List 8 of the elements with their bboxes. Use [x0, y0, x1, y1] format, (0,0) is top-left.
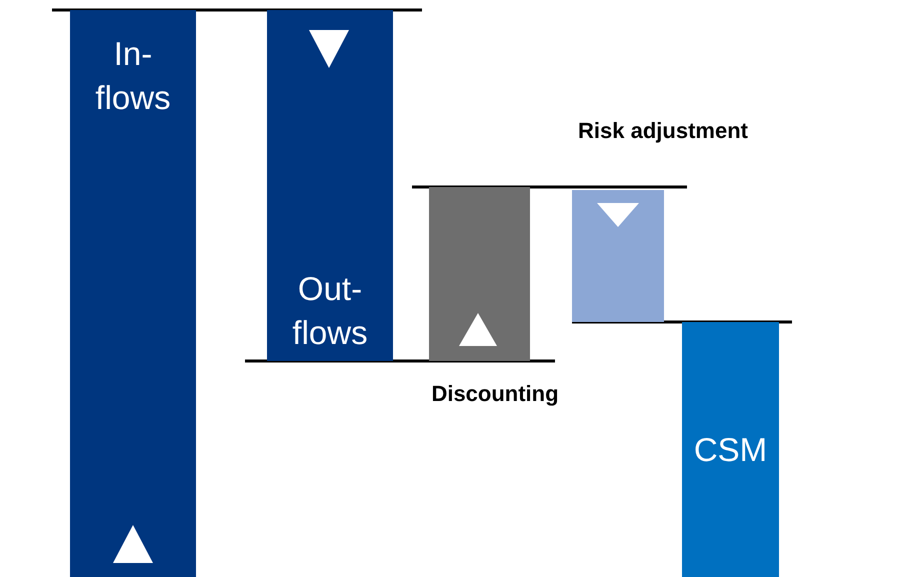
bar-label: Out- flows — [291, 269, 369, 353]
bar-label: In- flows — [94, 34, 172, 118]
waterfall-bar — [267, 10, 393, 361]
bar-label: CSM — [694, 430, 768, 470]
waterfall-bar — [682, 322, 779, 577]
bar-caption: Risk adjustment — [578, 118, 748, 144]
bar-caption: Discounting — [431, 381, 559, 407]
waterfall-bar — [70, 10, 196, 577]
